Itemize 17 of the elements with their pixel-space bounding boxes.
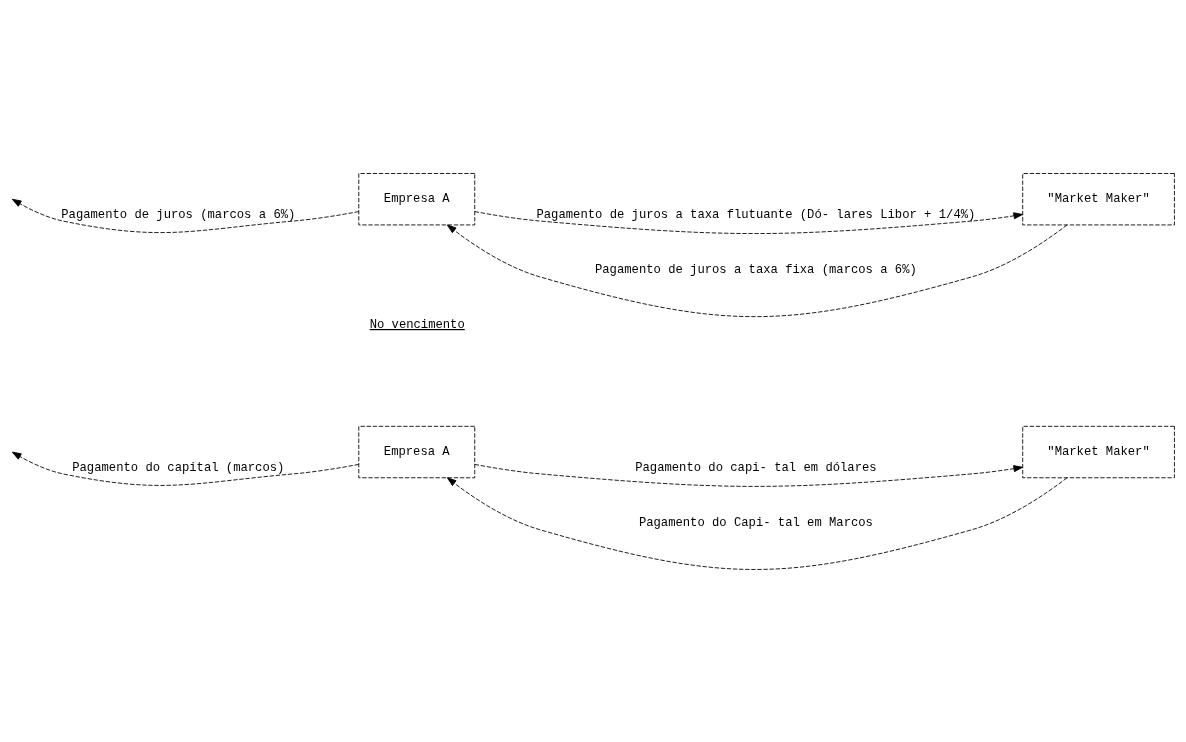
node-box: Empresa A <box>358 425 476 478</box>
arrow <box>474 463 1024 487</box>
label: No vencimento <box>369 317 465 332</box>
node-box: Empresa A <box>358 172 476 225</box>
node-box: "Market Maker" <box>1022 425 1175 478</box>
arrow <box>446 224 1068 317</box>
edge-label: Pagamento de juros a taxa fixa (marcos a 6%) <box>595 262 917 277</box>
edge-label: Pagamento de juros (marcos a 6%) <box>61 207 296 222</box>
arrow <box>446 476 1068 570</box>
arrow <box>11 198 360 233</box>
node-box: "Market Maker" <box>1022 172 1175 225</box>
arrow <box>474 210 1024 234</box>
arrow <box>11 451 360 486</box>
edge-label: Pagamento de juros a taxa flutuante (Dó- lares Libor + 1/4%) <box>536 207 976 222</box>
edge-label: Pagamento do Capi- tal em Marcos <box>638 515 873 530</box>
edge-label: Pagamento do capital (marcos) <box>72 460 285 475</box>
edge-label: Pagamento do capi- tal em dólares <box>635 460 877 475</box>
